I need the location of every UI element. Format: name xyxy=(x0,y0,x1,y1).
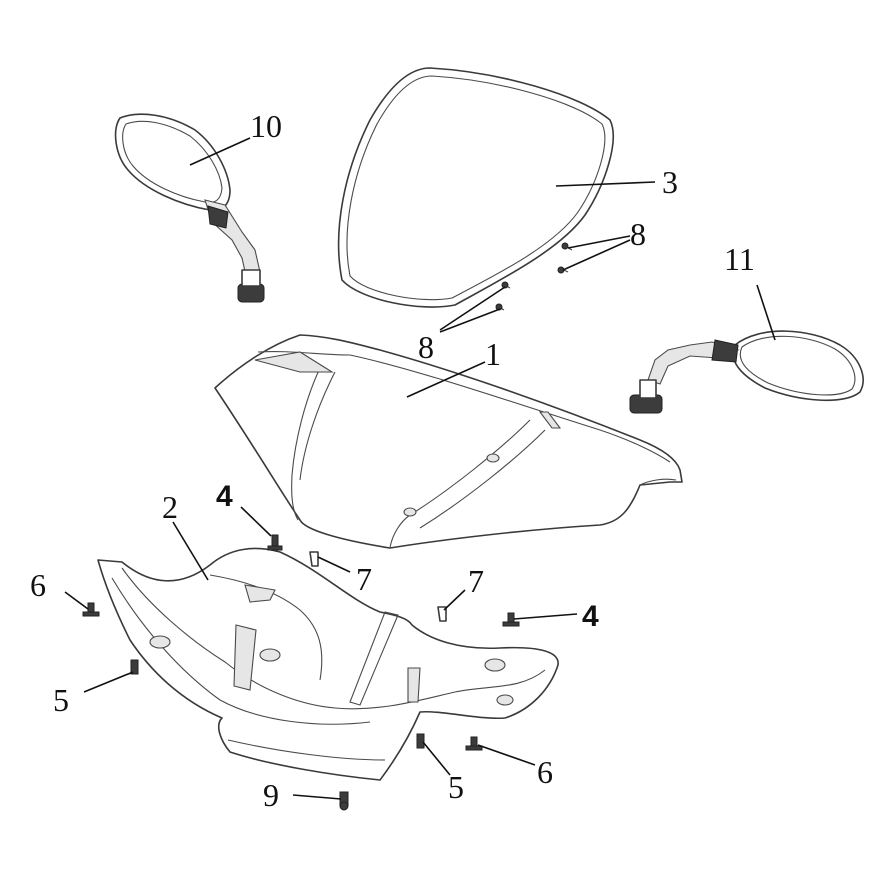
left-mirror-part xyxy=(114,113,265,303)
clip-7-right xyxy=(437,606,447,622)
callout-labels: 10 3 8 11 8 1 2 4 7 7 4 6 5 5 6 9 xyxy=(30,108,755,813)
callout-2: 2 xyxy=(162,489,178,525)
windshield-part xyxy=(337,67,614,308)
callout-6-right: 6 xyxy=(537,754,553,790)
screw-8-upper-a xyxy=(561,242,573,251)
screw-5-right xyxy=(416,733,425,749)
callout-5-left: 5 xyxy=(53,682,69,718)
screw-9 xyxy=(339,791,349,811)
screw-5-left xyxy=(130,659,139,675)
screw-8-lower-b xyxy=(495,303,505,311)
screw-4-left xyxy=(267,534,283,551)
callout-7-left: 7 xyxy=(356,561,372,597)
callout-7-right: 7 xyxy=(468,563,484,599)
callout-8-lower: 8 xyxy=(418,329,434,365)
fastener-hardware xyxy=(82,242,573,811)
screw-6-right xyxy=(465,736,483,751)
right-mirror-part xyxy=(629,330,864,414)
callout-9: 9 xyxy=(263,777,279,813)
leader-lines xyxy=(64,137,776,800)
callout-11: 11 xyxy=(724,241,755,277)
upper-handlebar-cover-part xyxy=(214,334,683,549)
screw-6-left xyxy=(82,602,100,617)
callout-8-upper: 8 xyxy=(630,216,646,252)
clip-7-left xyxy=(309,551,319,567)
callout-10: 10 xyxy=(250,108,282,144)
callout-3: 3 xyxy=(662,164,678,200)
lower-handlebar-cover-part xyxy=(97,547,559,781)
callout-1: 1 xyxy=(485,336,501,372)
callout-4-left: 4 xyxy=(216,480,233,513)
callout-5-right: 5 xyxy=(448,769,464,805)
callout-4-right: 4 xyxy=(582,600,599,633)
callout-6-left: 6 xyxy=(30,567,46,603)
screw-8-lower-a xyxy=(501,281,511,289)
